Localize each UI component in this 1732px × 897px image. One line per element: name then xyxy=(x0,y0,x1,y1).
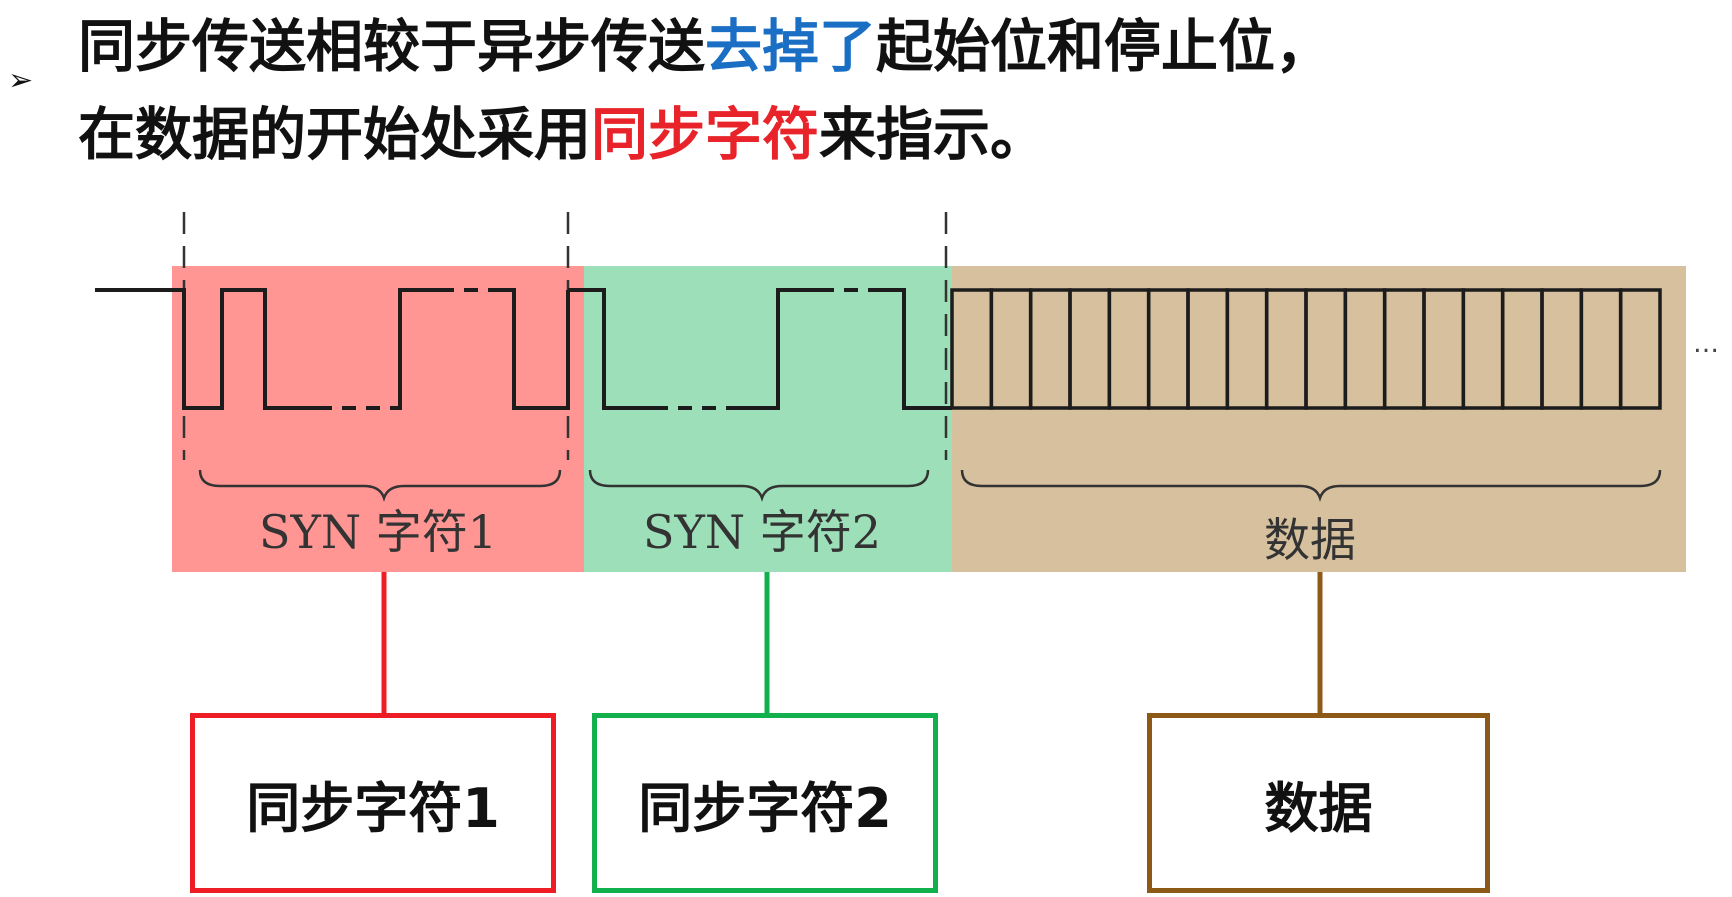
waveform-sync-1 xyxy=(95,288,318,410)
label-text: 数据 xyxy=(1264,776,1373,840)
brace-sync-2 xyxy=(588,469,930,502)
region-data xyxy=(952,266,1686,572)
headline-text: 在数据的开始处采用 xyxy=(78,102,591,168)
region-label-sync-1: SYN 字符1 xyxy=(259,505,497,559)
waveform-sync-1b xyxy=(392,288,440,410)
highlight-sync-char: 同步字符 xyxy=(591,102,819,168)
waveform-sync-1c xyxy=(500,288,570,410)
waveform-sync-2 xyxy=(568,288,654,410)
arrow-bullet-icon: ➢ xyxy=(8,63,34,98)
region-label-sync-2: SYN 字符2 xyxy=(643,505,881,559)
brace-sync-1 xyxy=(198,469,562,502)
brace-data xyxy=(960,469,1662,502)
label-box-data: 数据 xyxy=(1147,713,1490,893)
continuation-ellipsis: … xyxy=(1693,329,1719,359)
data-bit-cell xyxy=(1618,288,1662,410)
waveform-sync-2c xyxy=(880,288,952,410)
label-text: 同步字符1 xyxy=(246,776,500,840)
headline-text: 来指示。 xyxy=(819,102,1047,168)
region-label-data: 数据 xyxy=(1264,513,1356,567)
region-sync-char-2 xyxy=(584,266,952,572)
headline-text: 同步传送相较于异步传送 xyxy=(78,14,705,80)
headline-line-2: 在数据的开始处采用同步字符来指示。 xyxy=(78,92,1047,178)
waveform-sync-2b xyxy=(728,288,820,410)
headline: ➢ 同步传送相较于异步传送去掉了起始位和停止位， 在数据的开始处采用同步字符来指… xyxy=(0,0,1732,175)
label-box-sync-char-1: 同步字符1 xyxy=(190,713,556,893)
headline-line-1: 同步传送相较于异步传送去掉了起始位和停止位， xyxy=(78,4,1332,90)
highlight-removed: 去掉了 xyxy=(705,14,876,80)
label-box-sync-char-2: 同步字符2 xyxy=(592,713,938,893)
label-text: 同步字符2 xyxy=(638,776,892,840)
headline-text: 起始位和停止位， xyxy=(876,14,1332,80)
